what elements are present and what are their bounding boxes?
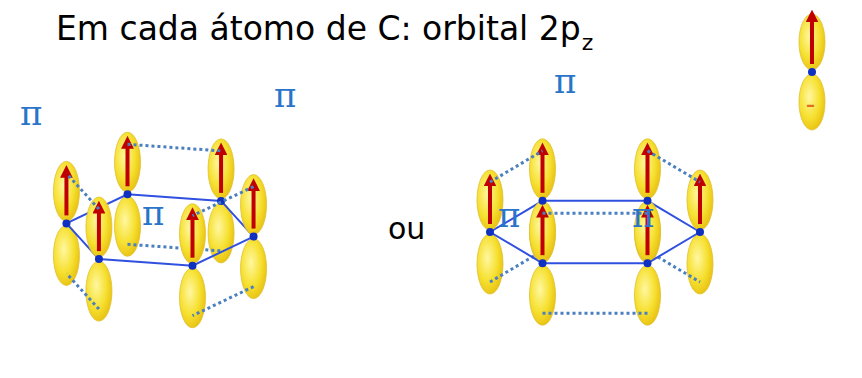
lower-lobe xyxy=(687,234,713,294)
spin-arrow xyxy=(488,180,492,224)
spin-arrow xyxy=(252,185,256,229)
pi-label: π xyxy=(498,198,520,232)
pi-overlap-line xyxy=(192,187,253,216)
carbon-atom xyxy=(124,190,132,198)
pi-label: π xyxy=(632,198,654,232)
lower-lobe xyxy=(86,261,112,321)
carbon-atom xyxy=(250,233,258,241)
upper-lobe xyxy=(53,161,79,221)
upper-lobe xyxy=(179,204,205,264)
pi-overlap-line xyxy=(66,173,98,209)
upper-lobe xyxy=(208,139,234,199)
pi-label: π xyxy=(274,78,296,112)
carbon-atom xyxy=(539,197,547,205)
benzene-left xyxy=(53,132,266,327)
pz-orbital-icon xyxy=(799,14,825,130)
pi-overlap-line xyxy=(128,244,222,251)
upper-lobe xyxy=(530,201,556,261)
carbon-atom xyxy=(696,228,704,236)
spin-arrow xyxy=(698,180,702,224)
carbon-atom xyxy=(188,262,196,270)
carbon-atom xyxy=(539,259,547,267)
pi-overlap-line xyxy=(192,287,253,316)
benzene-right xyxy=(477,139,713,325)
spin-arrow xyxy=(541,149,545,193)
carbon-atom xyxy=(62,219,70,227)
heading: Em cada átomo de C: orbital 2p xyxy=(56,12,581,45)
spin-arrow xyxy=(64,171,68,215)
lower-lobe xyxy=(530,265,556,325)
upper-lobe xyxy=(241,175,267,235)
pi-overlap-line xyxy=(543,312,648,315)
pi-overlap-line xyxy=(66,273,98,309)
lower-lobe xyxy=(635,265,661,325)
lower-lobe xyxy=(477,234,503,294)
upper-lobe xyxy=(635,139,661,199)
spin-arrow xyxy=(97,207,101,251)
pi-label: π xyxy=(20,96,42,130)
spin-arrow xyxy=(190,214,194,258)
pi-overlap-line xyxy=(648,151,701,182)
pi-overlap-line xyxy=(128,144,222,151)
lower-lobe xyxy=(179,268,205,328)
upper-lobe xyxy=(115,132,141,192)
spin-arrow xyxy=(646,149,650,193)
spin-arrow xyxy=(219,149,223,193)
sign-label: – xyxy=(806,96,815,114)
pi-overlap-line xyxy=(490,151,543,182)
pi-label: π xyxy=(554,64,576,98)
or-word: ou xyxy=(388,214,425,244)
lower-lobe xyxy=(241,239,267,299)
pi-overlap-line xyxy=(543,212,648,215)
spin-arrow xyxy=(126,142,130,186)
carbon-atom xyxy=(644,259,652,267)
upper-lobe xyxy=(86,197,112,257)
carbon-atom xyxy=(95,255,103,263)
lower-lobe xyxy=(115,196,141,256)
spin-arrow xyxy=(541,211,545,255)
subscript: z xyxy=(582,32,594,54)
carbon-atom xyxy=(486,228,494,236)
hexagon-ring xyxy=(490,201,700,263)
pi-label: π xyxy=(142,196,164,230)
upper-lobe xyxy=(530,139,556,199)
upper-lobe xyxy=(687,170,713,230)
